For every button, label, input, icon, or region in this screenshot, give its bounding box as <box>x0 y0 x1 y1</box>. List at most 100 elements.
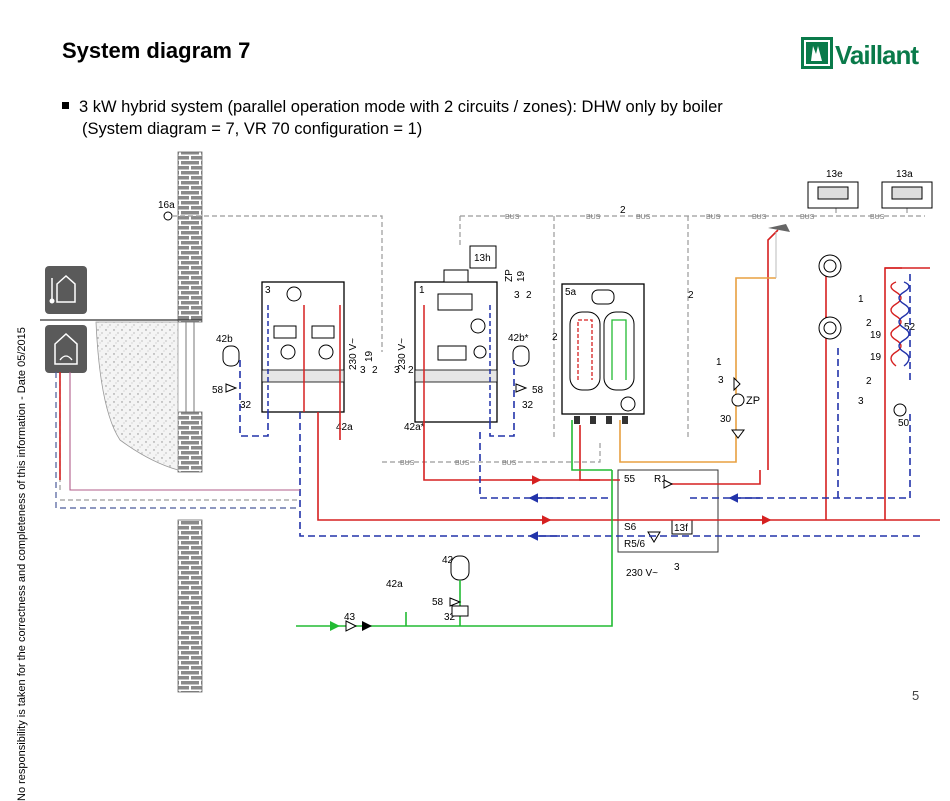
svg-text:13h: 13h <box>474 253 491 264</box>
svg-text:58: 58 <box>212 385 224 396</box>
indoor-zone-icon <box>45 325 87 373</box>
svg-text:5a: 5a <box>565 287 577 298</box>
valves <box>225 376 745 607</box>
svg-text:42a: 42a <box>386 579 403 590</box>
svg-text:2: 2 <box>372 365 378 376</box>
svg-text:13e: 13e <box>826 169 843 180</box>
svg-text:2: 2 <box>866 318 872 329</box>
svg-text:19: 19 <box>870 330 882 341</box>
system-diagram: 16a BUS BUS BUS BUS BUS BUS BUS BUS BUS … <box>40 151 940 693</box>
svg-text:2: 2 <box>620 205 626 216</box>
flow-arrows <box>510 475 772 525</box>
svg-text:BUS: BUS <box>870 214 885 221</box>
svg-text:43: 43 <box>344 612 356 623</box>
page-title: System diagram 7 <box>62 38 251 63</box>
svg-text:32: 32 <box>522 400 534 411</box>
flow-pipes <box>59 229 940 521</box>
controller-13h <box>469 245 497 269</box>
svg-text:BUS: BUS <box>586 214 601 221</box>
controller-13a: 13a <box>881 169 933 209</box>
expansion-vessel-42b: 42b <box>216 334 240 367</box>
svg-text:S6: S6 <box>624 522 637 533</box>
controller-13e: 13e <box>807 169 859 209</box>
svg-text:R1: R1 <box>654 474 667 485</box>
svg-text:42c: 42c <box>442 555 458 566</box>
building-section <box>40 151 203 693</box>
svg-text:2: 2 <box>688 290 694 301</box>
wall-basement <box>177 519 203 693</box>
bus-wiring <box>59 208 925 501</box>
bus-labels: BUS BUS BUS BUS BUS BUS BUS BUS BUS BUS … <box>400 205 885 467</box>
description-bullet: 3 kW hybrid system (parallel operation m… <box>62 96 723 140</box>
svg-text:ZP: ZP <box>746 395 760 407</box>
svg-text:230 V~: 230 V~ <box>397 338 408 370</box>
svg-text:ZP: ZP <box>504 269 515 282</box>
svg-text:58: 58 <box>532 385 544 396</box>
svg-text:1: 1 <box>858 294 864 305</box>
svg-text:3: 3 <box>394 365 400 376</box>
svg-text:BUS: BUS <box>502 460 517 467</box>
svg-text:1: 1 <box>419 285 425 296</box>
svg-text:230 V~: 230 V~ <box>348 338 359 370</box>
label-outdoor-sensor: 16a <box>158 200 175 211</box>
svg-text:BUS: BUS <box>455 460 470 467</box>
svg-text:42a*: 42a* <box>404 422 425 433</box>
svg-text:3: 3 <box>360 365 366 376</box>
ground-soil <box>95 321 179 471</box>
bullet-marker <box>62 102 69 110</box>
svg-text:13f: 13f <box>674 523 688 534</box>
hot-water-pipe <box>619 277 776 463</box>
svg-text:55: 55 <box>624 474 636 485</box>
expansion-vessel-42c: 42c <box>442 555 470 581</box>
connection-stubs <box>574 416 628 424</box>
svg-text:BUS: BUS <box>400 460 415 467</box>
cylinder-unit-5a: 5a <box>561 283 645 415</box>
heat-pump-unit-3: 3 <box>261 281 345 413</box>
outdoor-connection <box>55 372 300 509</box>
valve-labels: 58 32 58 32 42a 42a* 230 V~ 230 V~ 19 3 … <box>212 269 916 623</box>
svg-text:R5/6: R5/6 <box>624 539 646 550</box>
svg-text:2: 2 <box>408 365 414 376</box>
description-line-1: 3 kW hybrid system (parallel operation m… <box>79 98 723 116</box>
fan-coil-units <box>818 254 842 340</box>
svg-text:2: 2 <box>552 332 558 343</box>
svg-text:58: 58 <box>432 597 444 608</box>
svg-text:3: 3 <box>718 375 724 386</box>
svg-text:1: 1 <box>716 357 722 368</box>
outdoor-connection-red <box>69 372 300 491</box>
return-arrows <box>528 493 760 541</box>
vaillant-logo: Vaillant <box>801 37 920 70</box>
svg-text:52: 52 <box>904 322 916 333</box>
svg-text:BUS: BUS <box>752 214 767 221</box>
svg-text:3: 3 <box>514 290 520 301</box>
svg-text:32: 32 <box>240 400 252 411</box>
underfloor-heating-loop <box>890 281 910 367</box>
svg-text:42b: 42b <box>216 334 233 345</box>
svg-text:19: 19 <box>870 352 882 363</box>
svg-text:3: 3 <box>858 396 864 407</box>
pump-50-icon <box>893 403 907 417</box>
outdoor-zone-icon <box>45 266 87 314</box>
cold-water-pipes <box>296 420 613 627</box>
wall-upper <box>177 151 203 323</box>
return-pipes <box>239 270 920 537</box>
boiler-unit-1: 1 <box>414 269 498 423</box>
svg-text:BUS: BUS <box>636 214 651 221</box>
cold-water-inlet-devices <box>330 605 469 632</box>
shower-head-icon <box>768 224 790 278</box>
svg-text:50: 50 <box>898 418 910 429</box>
description-line-2: (System diagram = 7, VR 70 configuration… <box>82 120 423 138</box>
page-number: 5 <box>912 688 920 703</box>
svg-text:2: 2 <box>866 376 872 387</box>
svg-text:42a: 42a <box>336 422 353 433</box>
outdoor-sensor-icon <box>163 211 173 221</box>
svg-text:30: 30 <box>720 414 732 425</box>
svg-text:42b*: 42b* <box>508 333 529 344</box>
svg-text:BUS: BUS <box>800 214 815 221</box>
svg-text:3: 3 <box>674 562 680 573</box>
svg-text:19: 19 <box>516 270 527 282</box>
svg-text:230 V~: 230 V~ <box>626 568 658 579</box>
expansion-vessel-42b-star: 42b* <box>508 333 530 367</box>
svg-text:13a: 13a <box>896 169 913 180</box>
svg-text:BUS: BUS <box>706 214 721 221</box>
